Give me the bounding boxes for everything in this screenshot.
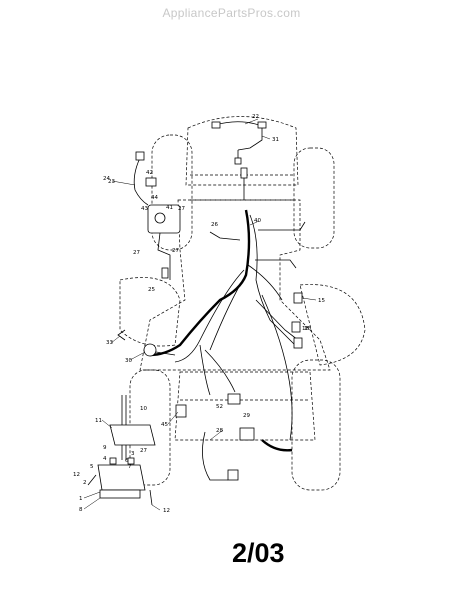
- callout-29: 29: [243, 413, 250, 419]
- callout-30: 30: [125, 358, 132, 364]
- callout-25: 25: [148, 287, 155, 293]
- callout-27d: 27: [140, 448, 147, 454]
- leader-lines: [83, 118, 317, 511]
- callout-52: 52: [216, 404, 223, 410]
- callout-16a: 16: [302, 326, 309, 332]
- callout-23: 23: [108, 179, 115, 185]
- left-components: [117, 151, 181, 357]
- callout-12b: 12: [163, 508, 170, 514]
- main-harness: [149, 209, 306, 441]
- callout-16b: 16: [304, 326, 311, 332]
- callout-7: 7: [128, 464, 132, 470]
- headlight-harness: [211, 121, 267, 200]
- callout-2: 2: [83, 480, 87, 486]
- callout-10: 10: [140, 406, 147, 412]
- callout-45: 45: [161, 422, 168, 428]
- callout-27b: 27: [172, 248, 179, 254]
- callout-4: 4: [103, 456, 107, 462]
- callout-43: 43: [141, 206, 148, 212]
- callout-8: 8: [79, 507, 83, 513]
- callout-3: 3: [131, 451, 135, 457]
- callout-33: 33: [106, 340, 113, 346]
- callout-42: 42: [146, 170, 153, 176]
- callout-27c: 27: [133, 250, 140, 256]
- callout-9: 9: [103, 445, 107, 451]
- callout-31: 31: [272, 137, 279, 143]
- callout-1: 1: [79, 496, 83, 502]
- callout-labels: 1 2 3 4 5 6 7 8 9 10 11 12 12 15 16 16 2…: [73, 114, 325, 514]
- right-components: [175, 292, 303, 481]
- callout-28: 28: [216, 428, 223, 434]
- callout-11: 11: [95, 418, 102, 424]
- callout-15: 15: [318, 298, 325, 304]
- callout-27a: 27: [178, 206, 185, 212]
- callout-26: 26: [211, 222, 218, 228]
- callout-24: 24: [103, 176, 110, 182]
- callout-22: 22: [252, 114, 259, 120]
- callout-40: 40: [254, 218, 261, 224]
- footer-date: 2/03: [232, 538, 285, 568]
- tractor-outline: [119, 116, 366, 491]
- callout-5: 5: [90, 464, 94, 470]
- callout-6: 6: [125, 458, 129, 464]
- battery-assembly: [87, 395, 156, 506]
- watermark: AppliancePartsPros.com: [162, 6, 301, 20]
- callout-41: 41: [166, 205, 173, 211]
- callout-44: 44: [151, 195, 158, 201]
- callout-12a: 12: [73, 472, 80, 478]
